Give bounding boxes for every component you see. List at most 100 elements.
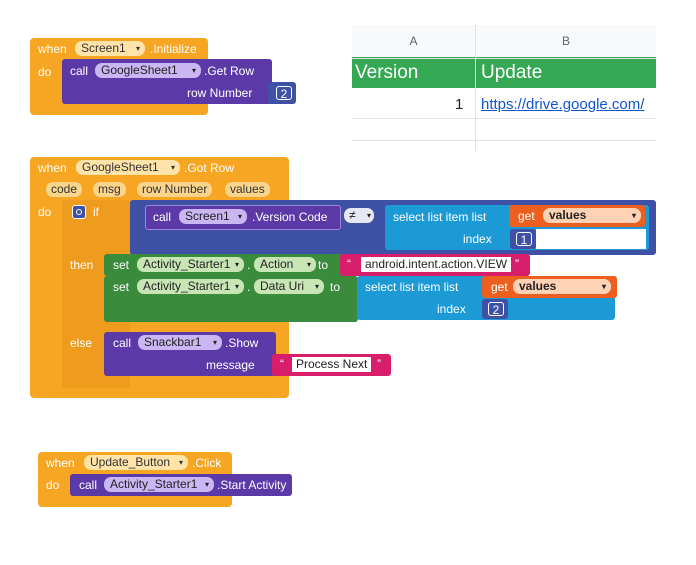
dot-separator: . <box>247 280 251 294</box>
method-name: .Get Row <box>204 64 255 78</box>
dropdown-arrow-icon: ▾ <box>234 260 239 269</box>
variable-name: values <box>519 279 557 293</box>
number-value[interactable]: 2 <box>488 302 504 317</box>
when-keyword: when <box>38 42 67 56</box>
dropdown-arrow-icon: ▾ <box>178 458 183 467</box>
param-row-number[interactable]: row Number <box>137 182 213 197</box>
component-dropdown-googlesheet1[interactable]: GoogleSheet1 ▾ <box>95 63 201 78</box>
number-value[interactable]: 1 <box>516 232 532 247</box>
to-keyword: to <box>330 280 341 294</box>
mutator-gear-icon[interactable] <box>72 205 86 219</box>
property-dropdown-data-uri[interactable]: Data Uri ▾ <box>254 279 324 294</box>
component-dropdown-screen1[interactable]: Screen1 ▾ <box>75 41 145 56</box>
sheet-header-row <box>352 57 656 88</box>
param-msg[interactable]: msg <box>93 182 126 197</box>
component-name: Screen1 <box>81 41 126 55</box>
component-dropdown-update-button[interactable]: Update_Button ▾ <box>84 455 188 470</box>
when-keyword: when <box>38 161 67 175</box>
select-list-item-label: select list item list <box>393 210 487 224</box>
open-quote: “ <box>280 357 284 371</box>
get-keyword: get <box>518 209 535 223</box>
number-value[interactable]: 2 <box>276 86 292 101</box>
dropdown-arrow-icon: ▾ <box>135 44 140 53</box>
component-dropdown-screen1[interactable]: Screen1 ▾ <box>179 209 247 224</box>
event-name: .Got Row <box>184 161 235 175</box>
open-quote: “ <box>347 257 351 271</box>
column-header-a[interactable]: A <box>352 25 475 58</box>
component-name: Activity_Starter1 <box>110 477 198 491</box>
sheet-header-version[interactable]: Version <box>355 62 419 83</box>
dropdown-arrow-icon: ▾ <box>212 338 217 347</box>
property-dropdown-action[interactable]: Action ▾ <box>254 257 316 272</box>
row-divider <box>352 140 656 141</box>
property-name: Data Uri <box>260 279 305 293</box>
component-name: Screen1 <box>185 209 230 223</box>
dropdown-arrow-icon: ▾ <box>601 282 606 291</box>
param-code[interactable]: code <box>46 182 83 197</box>
component-name: Activity_Starter1 <box>143 279 231 293</box>
component-dropdown-activity-starter1[interactable]: Activity_Starter1▾ <box>137 279 244 294</box>
dropdown-arrow-icon: ▾ <box>204 480 209 489</box>
call-keyword: call <box>113 336 132 350</box>
column-divider <box>475 25 476 151</box>
variable-dropdown-values[interactable]: values ▾ <box>513 279 611 294</box>
text-value-process-next[interactable]: Process Next <box>292 357 372 372</box>
sheet-cell-b2[interactable]: https://drive.google.com/ <box>481 95 656 115</box>
empty-slot <box>536 229 646 249</box>
dropdown-arrow-icon: ▾ <box>631 211 636 220</box>
dropdown-arrow-icon: ▾ <box>237 212 242 221</box>
variable-name: values <box>549 208 587 222</box>
component-dropdown-googlesheet1[interactable]: GoogleSheet1 ▾ <box>76 160 180 175</box>
property-name: .Version Code <box>252 210 328 224</box>
set-keyword: set <box>113 258 130 272</box>
component-name: GoogleSheet1 <box>82 160 159 174</box>
component-dropdown-activity-starter1[interactable]: Activity_Starter1▾ <box>137 257 244 272</box>
sheet-header-update[interactable]: Update <box>481 62 543 83</box>
component-name: GoogleSheet1 <box>101 63 178 77</box>
component-name: Update_Button <box>90 455 171 469</box>
row-divider <box>352 118 656 119</box>
set-keyword: set <box>113 280 130 294</box>
dropdown-arrow-icon: ▾ <box>170 163 175 172</box>
variable-dropdown-values[interactable]: values ▾ <box>543 208 641 223</box>
dropdown-arrow-icon: ▾ <box>234 282 239 291</box>
arg-label-message: message <box>206 358 255 372</box>
then-keyword: then <box>70 258 94 272</box>
do-keyword: do <box>38 65 52 79</box>
close-quote: ” <box>515 257 519 271</box>
index-label: index <box>437 302 466 316</box>
event-name: .Click <box>192 456 222 470</box>
component-dropdown-snackbar1[interactable]: Snackbar1 ▾ <box>138 335 222 350</box>
to-keyword: to <box>318 258 329 272</box>
event-name: .Initialize <box>150 42 197 56</box>
drive-link[interactable]: https://drive.google.com/ <box>481 96 645 113</box>
close-quote: ” <box>377 357 381 371</box>
do-keyword: do <box>38 205 52 219</box>
do-keyword: do <box>46 478 60 492</box>
arg-label-row-number: row Number <box>187 86 253 100</box>
component-name: Snackbar1 <box>144 335 202 349</box>
when-keyword: when <box>46 456 75 470</box>
dropdown-arrow-icon: ▾ <box>191 66 196 75</box>
text-value-intent-action[interactable]: android.intent.action.VIEW <box>361 257 512 272</box>
if-keyword: if <box>93 205 99 219</box>
param-values[interactable]: values <box>225 182 270 197</box>
operator-symbol: ≠ <box>349 208 356 222</box>
column-header-b[interactable]: B <box>476 25 656 58</box>
call-keyword: call <box>153 210 172 224</box>
dropdown-arrow-icon: ▾ <box>314 282 319 291</box>
dot-separator: . <box>247 258 251 272</box>
property-name: Action <box>260 257 294 271</box>
row-divider <box>352 58 656 59</box>
call-keyword: call <box>79 478 98 492</box>
get-keyword: get <box>491 280 508 294</box>
operator-dropdown[interactable]: ≠▾ <box>344 208 374 223</box>
else-keyword: else <box>70 336 93 350</box>
dropdown-arrow-icon: ▾ <box>366 211 371 220</box>
sheet-cell-a2[interactable]: 1 <box>455 96 464 113</box>
method-name: .Start Activity <box>217 478 287 492</box>
dropdown-arrow-icon: ▾ <box>306 260 311 269</box>
component-dropdown-activity-starter1[interactable]: Activity_Starter1 ▾ <box>104 477 214 492</box>
method-name: .Show <box>225 336 259 350</box>
component-name: Activity_Starter1 <box>143 257 231 271</box>
